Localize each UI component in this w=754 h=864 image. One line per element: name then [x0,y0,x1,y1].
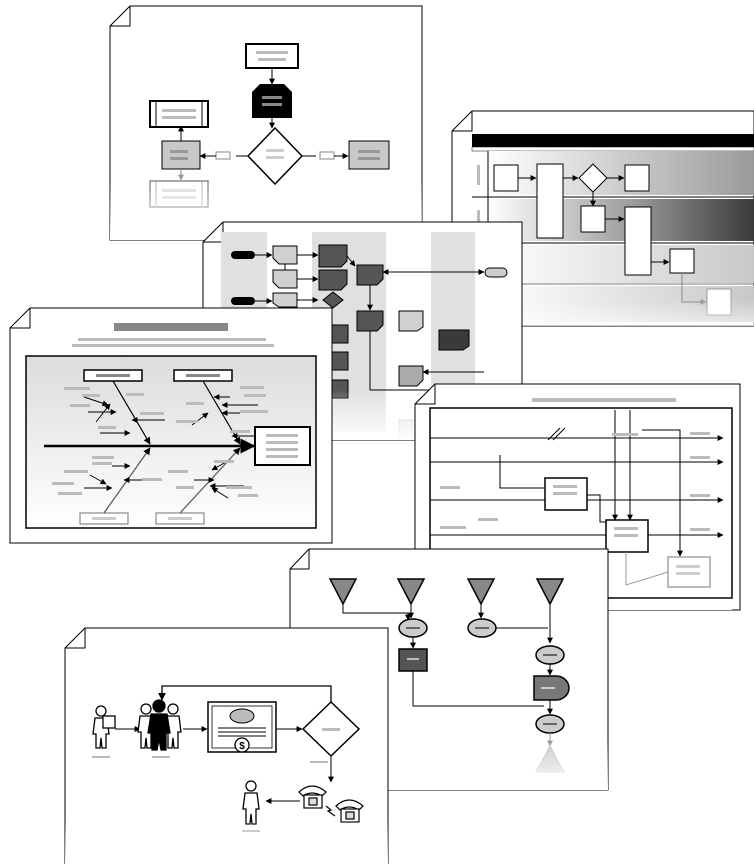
certificate-icon: $ [207,701,277,753]
seal-symbol: $ [239,741,245,752]
swim-box-6 [669,248,695,274]
triangle-4 [535,578,565,606]
swim-box-2 [536,163,564,239]
triangle-2 [396,578,426,606]
triangle-1 [328,578,358,606]
triangle-3 [466,578,496,606]
person-icon [242,780,260,825]
dollar-seal-icon: $ [234,737,250,753]
group-icon [137,699,182,751]
swim-box-4 [580,205,606,233]
person-icon [92,705,116,749]
telephone-icon [298,785,364,823]
swim-box-3 [624,164,650,192]
sheet-people-flow: $ [64,627,389,864]
left-process-box [161,140,201,170]
swim-box-1 [493,164,519,192]
right-process-box [348,140,390,170]
sheet-flowchart [109,5,423,241]
sheet-swimlane [451,110,754,327]
swim-box-5 [624,206,652,276]
effect-box [254,426,311,466]
subprocess-box-top [149,100,209,128]
start-box [245,43,299,69]
lightning-icon [325,805,336,817]
sheet-fishbone [9,307,333,544]
black-process-box [252,84,292,118]
